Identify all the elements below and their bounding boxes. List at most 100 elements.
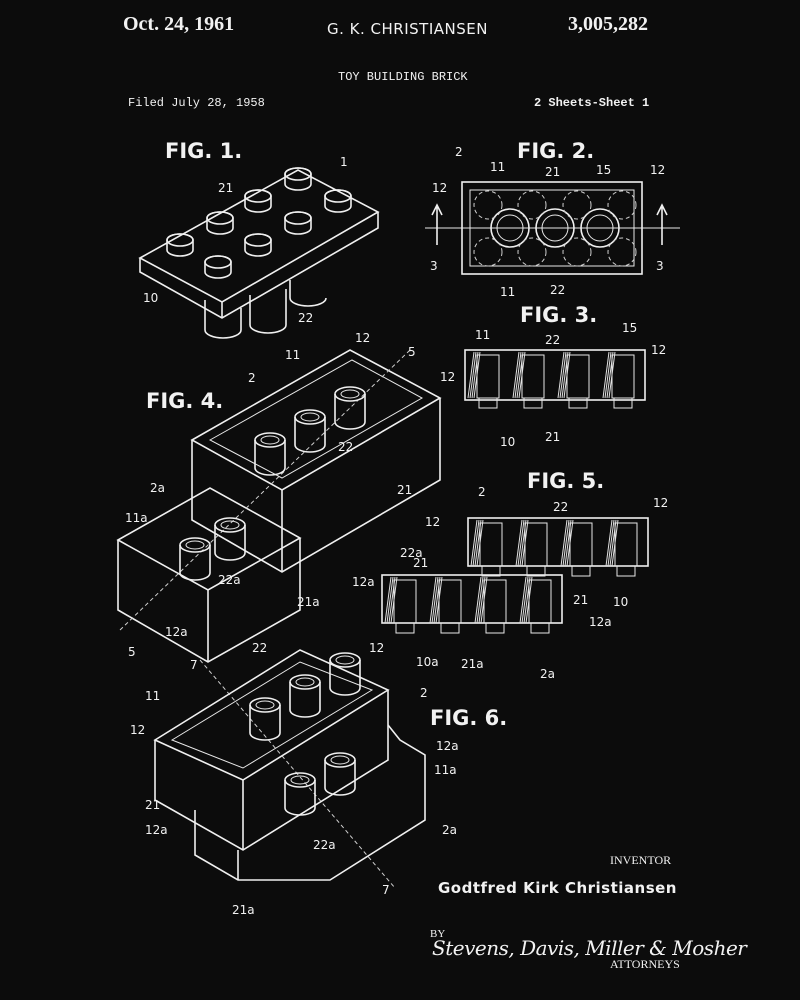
stud-outline	[517, 237, 547, 267]
reference-numeral: 21	[573, 593, 588, 607]
stud	[284, 167, 312, 191]
reference-numeral: 11a	[434, 763, 457, 777]
stud	[523, 397, 543, 409]
attorney-signature: Stevens, Davis, Miller & Mosher	[432, 936, 747, 960]
reference-numeral: 7	[382, 883, 390, 897]
cavity	[483, 579, 507, 624]
cavity	[438, 579, 462, 624]
figure-label: FIG. 3.	[520, 303, 597, 327]
stud	[571, 565, 591, 577]
stud-outline	[562, 237, 592, 267]
cavity	[476, 354, 500, 399]
figure-label: FIG. 5.	[527, 469, 604, 493]
tube	[254, 432, 286, 476]
reference-numeral: 10	[613, 595, 628, 609]
tube	[249, 697, 281, 741]
reference-numeral: 5	[128, 645, 136, 659]
fig5-section-stacked	[381, 517, 649, 634]
reference-numeral: 12	[355, 331, 370, 345]
stud	[206, 211, 234, 235]
reference-numeral: 2a	[442, 823, 457, 837]
stud-outline	[562, 190, 592, 220]
cavity	[521, 354, 545, 399]
cavity	[614, 522, 638, 567]
reference-numeral: 10	[143, 291, 158, 305]
reference-numeral: 12	[653, 496, 668, 510]
tube	[324, 752, 356, 796]
reference-numeral: 2	[420, 686, 428, 700]
fig3-section-view	[464, 349, 646, 409]
cavity	[524, 522, 548, 567]
reference-numeral: 7	[190, 658, 198, 672]
tube	[214, 517, 246, 561]
tube	[329, 652, 361, 696]
reference-numeral: 1	[340, 155, 348, 169]
stud	[568, 397, 588, 409]
stud	[481, 565, 501, 577]
reference-numeral: 11	[285, 348, 300, 362]
stud	[526, 565, 546, 577]
fig2-top-view	[425, 181, 680, 275]
tube	[334, 386, 366, 430]
reference-numeral: 12	[440, 370, 455, 384]
stud	[284, 211, 312, 235]
reference-numeral: 22	[545, 333, 560, 347]
cavity	[611, 354, 635, 399]
tube-inner	[541, 214, 569, 242]
patent-title: TOY BUILDING BRICK	[338, 70, 468, 84]
stud	[616, 565, 636, 577]
reference-numeral: 22	[550, 283, 565, 297]
stud	[440, 622, 460, 634]
reference-numeral: 12	[651, 343, 666, 357]
reference-numeral: 12a	[436, 739, 459, 753]
reference-numeral: 22	[252, 641, 267, 655]
reference-numeral: 2a	[540, 667, 555, 681]
reference-numeral: 22	[298, 311, 313, 325]
reference-numeral: 3	[430, 259, 438, 273]
inventor-header: G. K. CHRISTIANSEN	[327, 20, 488, 38]
stud-outline	[607, 237, 637, 267]
reference-numeral: 5	[408, 345, 416, 359]
reference-numeral: 12a	[165, 625, 188, 639]
stud	[244, 233, 272, 257]
reference-numeral: 11	[500, 285, 515, 299]
patent-date: Oct. 24, 1961	[123, 13, 235, 35]
reference-numeral: 21	[545, 165, 560, 179]
stud	[478, 397, 498, 409]
tube	[179, 537, 211, 581]
stud-outline	[517, 190, 547, 220]
stud-outline	[473, 190, 503, 220]
stud	[395, 622, 415, 634]
reference-numeral: 21a	[461, 657, 484, 671]
stud	[324, 189, 352, 213]
reference-numeral: 2a	[150, 481, 165, 495]
reference-numeral: 12a	[145, 823, 168, 837]
reference-numeral: 2	[478, 485, 486, 499]
tube-inner	[496, 214, 524, 242]
reference-numeral: 21a	[297, 595, 320, 609]
tube-circle	[490, 208, 530, 248]
reference-numeral: 11	[475, 328, 490, 342]
fig6-bricks-exploded	[153, 649, 426, 889]
reference-numeral: 21	[397, 483, 412, 497]
sheet-count: 2 Sheets-Sheet 1	[534, 96, 650, 110]
cavity	[479, 522, 503, 567]
reference-numeral: 15	[622, 321, 637, 335]
reference-numeral: 10a	[416, 655, 439, 669]
reference-numeral: 3	[656, 259, 664, 273]
reference-numeral: 21	[145, 798, 160, 812]
reference-numeral: 10	[500, 435, 515, 449]
tube	[289, 674, 321, 718]
by-label: BY	[430, 928, 446, 940]
reference-numeral: 22a	[400, 546, 423, 560]
figure-label: FIG. 1.	[165, 139, 242, 163]
reference-numeral: 12	[130, 723, 145, 737]
filed-date: Filed July 28, 1958	[128, 96, 265, 110]
tube-inner	[586, 214, 614, 242]
reference-numeral: 2	[248, 371, 256, 385]
reference-numeral: 15	[596, 163, 611, 177]
stud-outline	[473, 237, 503, 267]
cavity	[569, 522, 593, 567]
reference-numeral: 12a	[352, 575, 375, 589]
